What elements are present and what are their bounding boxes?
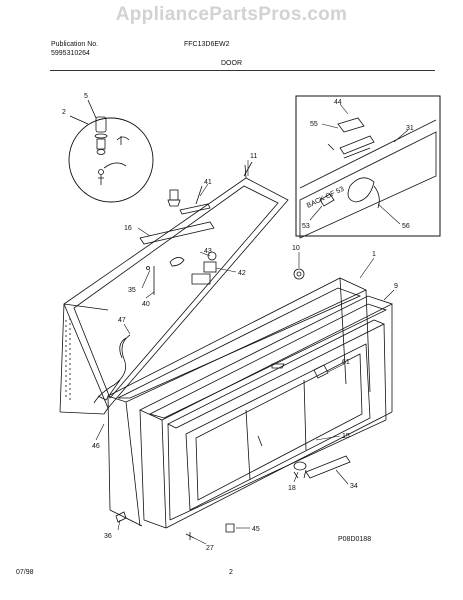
latch-assembly [139, 185, 217, 295]
callout-18: 18 [288, 485, 296, 492]
callout-56: 56 [402, 223, 410, 230]
page-number: 2 [229, 569, 233, 576]
inset-label: BACK OF 53 [306, 186, 346, 210]
door-handle-parts [293, 455, 351, 479]
leader-lines [95, 103, 409, 545]
callout-53: 53 [302, 223, 310, 230]
figure-id: P08D0188 [338, 536, 372, 543]
inset-box [295, 95, 441, 239]
header-rule [50, 70, 435, 71]
watermark: AppliancePartsPros.com [115, 4, 348, 25]
callout-2: 2 [62, 109, 66, 116]
callout-35: 35 [128, 287, 136, 294]
callout-16: 16 [124, 225, 132, 232]
callout-9: 9 [394, 283, 398, 290]
small-hardware [115, 268, 305, 540]
callout-44: 44 [334, 99, 342, 106]
callout-36: 36 [104, 533, 112, 540]
inner-door-panel [167, 319, 387, 521]
outer-door-frame [139, 295, 394, 529]
callout-43: 43 [204, 248, 212, 255]
callout-15: 15 [342, 433, 350, 440]
door-gasket [106, 277, 371, 527]
publication-block: Publication No. 5995310264 [51, 40, 98, 58]
model-number: FFC13D6EW2 [184, 41, 230, 48]
callout-46: 46 [92, 443, 100, 450]
callout-10: 10 [292, 245, 300, 252]
callout-40: 40 [142, 301, 150, 308]
callout-41: 41 [204, 179, 212, 186]
callout-numbers: 5 2 11 41 16 43 42 10 35 40 1 9 47 61 46… [62, 93, 414, 552]
publication-label: Publication No. [51, 41, 99, 48]
callout-61: 61 [342, 359, 350, 366]
callout-55: 55 [310, 121, 318, 128]
section-title: DOOR [221, 60, 242, 67]
callout-47: 47 [118, 317, 126, 324]
callout-45: 45 [252, 526, 260, 533]
footer-date: 07/98 [16, 569, 34, 576]
power-cord [93, 334, 131, 404]
callout-34: 34 [350, 483, 358, 490]
callout-27: 27 [206, 545, 214, 552]
hinge-detail [68, 99, 154, 203]
callout-5: 5 [84, 93, 88, 100]
callout-11: 11 [250, 153, 257, 160]
callout-31: 31 [406, 125, 414, 132]
callout-1: 1 [372, 251, 376, 258]
callout-42: 42 [238, 270, 246, 277]
publication-number: 5995310264 [51, 50, 90, 57]
